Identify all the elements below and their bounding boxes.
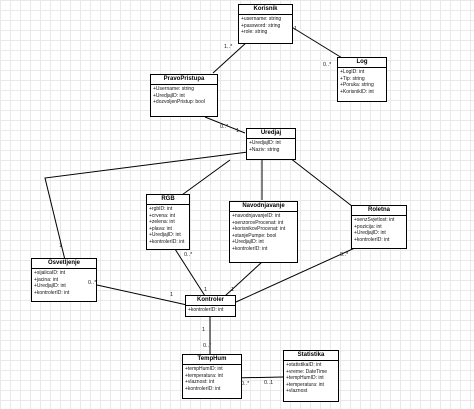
multiplicity-label: 0..* bbox=[340, 252, 349, 258]
class-attribute: +Username: string bbox=[153, 86, 194, 92]
class-attribute: +kontrolerID: int bbox=[354, 236, 390, 243]
multiplicity-label: 0..* bbox=[323, 62, 332, 68]
multiplicity-label: 0..* bbox=[184, 252, 193, 258]
class-statistika-name: Statistika bbox=[284, 351, 338, 361]
class-navodnjavanje-name: Navodnjavanje bbox=[230, 202, 297, 212]
class-attribute: +crvena: int bbox=[149, 212, 175, 219]
edge-navodnjavanje-kontroler bbox=[224, 261, 263, 297]
class-attribute: +temperatura: int bbox=[185, 372, 223, 379]
class-navodnjavanje[interactable]: Navodnjavanje +navodnjavanjeID: int +sen… bbox=[229, 201, 298, 263]
edge-uredjaj-roletna bbox=[289, 157, 358, 211]
class-roletna[interactable]: Roletna +senzSvjetlost: int +pozicija: i… bbox=[351, 205, 407, 249]
class-uredjaj-name: Uredjaj bbox=[247, 129, 295, 139]
class-attribute: +vreme: DateTime bbox=[286, 368, 328, 375]
multiplicity-label: 0..* bbox=[203, 343, 212, 349]
class-temphum-name: TempHum bbox=[183, 355, 241, 365]
class-uredjaj[interactable]: Uredjaj +UredjajID: int +Naziv: string bbox=[246, 128, 296, 160]
edge-korisnik-log bbox=[289, 25, 348, 62]
edge-osvetljenje-kontroler bbox=[96, 284, 188, 306]
edge-roletna-kontroler bbox=[235, 246, 358, 303]
class-attribute: +Naziv: string bbox=[249, 146, 280, 153]
multiplicity-label: 1 bbox=[204, 287, 208, 293]
multiplicity-label: 1 bbox=[236, 128, 240, 134]
class-attribute: +UredjajID: int bbox=[34, 283, 66, 290]
class-attribute: +kontrolerID: int bbox=[34, 289, 70, 296]
class-kontroler[interactable]: Kontroler +kontrolerID: int bbox=[185, 295, 236, 317]
class-attribute: +kontrolerID: int bbox=[232, 245, 268, 252]
class-attribute: +kontrolerID: int bbox=[185, 385, 221, 392]
multiplicity-label: 1 bbox=[202, 327, 206, 333]
edge-uredjaj-rgb bbox=[174, 159, 231, 201]
multiplicity-label: 1..* bbox=[224, 44, 233, 50]
class-attribute: +senzSvjetlost: int bbox=[354, 217, 395, 223]
class-attribute: +rgbID: int bbox=[149, 206, 173, 212]
class-attribute: +jacina: int bbox=[34, 276, 59, 283]
class-korisnik-name: Korisnik bbox=[239, 5, 292, 15]
class-log-name: Log bbox=[338, 58, 386, 68]
class-pravopristupa[interactable]: PravoPristupa +Username: string +Uredjaj… bbox=[150, 74, 218, 117]
class-attribute: +kontrolerID: int bbox=[188, 307, 224, 313]
multiplicity-label: 1 bbox=[294, 26, 298, 32]
edge-uredjaj-osvetljenje bbox=[44, 151, 249, 261]
class-korisnik[interactable]: Korisnik +username: string +password: st… bbox=[238, 4, 293, 44]
class-attribute: +temperatura: int bbox=[286, 381, 324, 388]
class-attribute: +tempHumID: int bbox=[286, 375, 324, 382]
class-rgb-name: RGB bbox=[147, 195, 189, 205]
class-attribute: +sijalicaID: int bbox=[34, 270, 65, 276]
class-attribute: +LogID: int bbox=[340, 69, 365, 75]
class-attribute: +UredjajID: int bbox=[249, 140, 281, 146]
edge-pravopristupa-uredjaj bbox=[204, 116, 246, 134]
multiplicity-label: 1 bbox=[231, 287, 235, 293]
class-attribute: +Tip: string bbox=[340, 75, 365, 82]
class-attribute: +vlaznost: int bbox=[185, 379, 215, 386]
multiplicity-label: 1 bbox=[59, 243, 63, 249]
class-attribute: +tempHumID: int bbox=[185, 366, 223, 372]
class-attribute: +UredjajID: int bbox=[354, 230, 386, 237]
class-roletna-name: Roletna bbox=[352, 206, 406, 216]
class-attribute: +role: string bbox=[241, 29, 268, 36]
class-temphum[interactable]: TempHum +tempHumID: int +temperatura: in… bbox=[182, 354, 242, 399]
class-attribute: +password: string bbox=[241, 22, 281, 29]
class-attribute: +UredjajID: int bbox=[232, 239, 264, 246]
class-osvetljenje-name: Osvetljenje bbox=[32, 259, 96, 269]
class-attribute: +plava: int bbox=[149, 225, 172, 232]
edge-rgb-kontroler bbox=[174, 248, 206, 297]
multiplicity-label: 0..* bbox=[220, 124, 229, 130]
edge-korisnik-pravopristupa bbox=[212, 41, 248, 74]
class-attribute: +korisnikovProcenat: int bbox=[232, 226, 286, 233]
class-attribute: +UredjajID: int bbox=[149, 232, 181, 239]
class-kontroler-name: Kontroler bbox=[186, 296, 235, 306]
class-attribute: +navodnjavanjeID: int bbox=[232, 213, 281, 219]
class-attribute: +statistikaID: int bbox=[286, 362, 322, 368]
multiplicity-label: 0..1 bbox=[264, 380, 274, 386]
class-attribute: +vlaznost bbox=[286, 388, 308, 395]
multiplicity-label: 0..* bbox=[241, 381, 250, 387]
class-osvetljenje[interactable]: Osvetljenje +sijalicaID: int +jacina: in… bbox=[31, 258, 97, 302]
class-attribute: +Poruka: string bbox=[340, 82, 374, 89]
class-rgb[interactable]: RGB +rgbID: int +crvena: int +zelena: in… bbox=[146, 194, 190, 250]
class-attribute: +dozvoljenPristup: bool bbox=[153, 99, 205, 106]
class-attribute: +UredjajID: int bbox=[153, 92, 185, 99]
class-attribute: +stanjePumpe: bool bbox=[232, 232, 277, 239]
class-attribute: +username: string bbox=[241, 16, 282, 22]
class-log[interactable]: Log +LogID: int +Tip: string +Poruka: st… bbox=[337, 57, 387, 102]
class-statistika[interactable]: Statistika +statistikaID: int +vreme: Da… bbox=[283, 350, 339, 402]
class-attribute: +kontrolerID: int bbox=[149, 238, 185, 245]
multiplicity-label: 1 bbox=[170, 292, 174, 298]
multiplicity-label: 0..* bbox=[88, 280, 97, 286]
class-attribute: +KorisnikID: int bbox=[340, 88, 374, 95]
class-pravopristupa-name: PravoPristupa bbox=[151, 75, 217, 85]
class-attribute: +senzorovProcenat: int bbox=[232, 219, 284, 226]
class-attribute: +zelena: int bbox=[149, 219, 175, 226]
class-attribute: +pozicija: int bbox=[354, 223, 382, 230]
